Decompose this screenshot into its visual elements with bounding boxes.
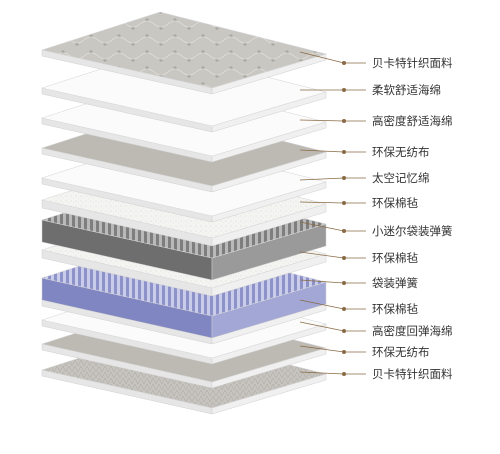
- layers-group: [40, 11, 328, 415]
- leader-line-7: [299, 221, 345, 232]
- leader-line-8: [299, 251, 345, 259]
- layer-1-quilted-fabric: [40, 11, 328, 95]
- leader-line-10: [299, 299, 345, 310]
- leader-lines-group: [299, 51, 366, 376]
- leader-line-9: [299, 279, 345, 284]
- leader-line-11: [299, 321, 345, 332]
- leader-line-4: [299, 149, 345, 153]
- leader-line-6: [299, 201, 345, 204]
- leader-line-12: [299, 345, 345, 353]
- leader-line-5: [299, 177, 345, 181]
- leader-line-1: [299, 51, 345, 64]
- leader-line-3: [299, 119, 345, 122]
- layer-1-top-face: [40, 11, 328, 89]
- leader-line-13: [299, 371, 345, 375]
